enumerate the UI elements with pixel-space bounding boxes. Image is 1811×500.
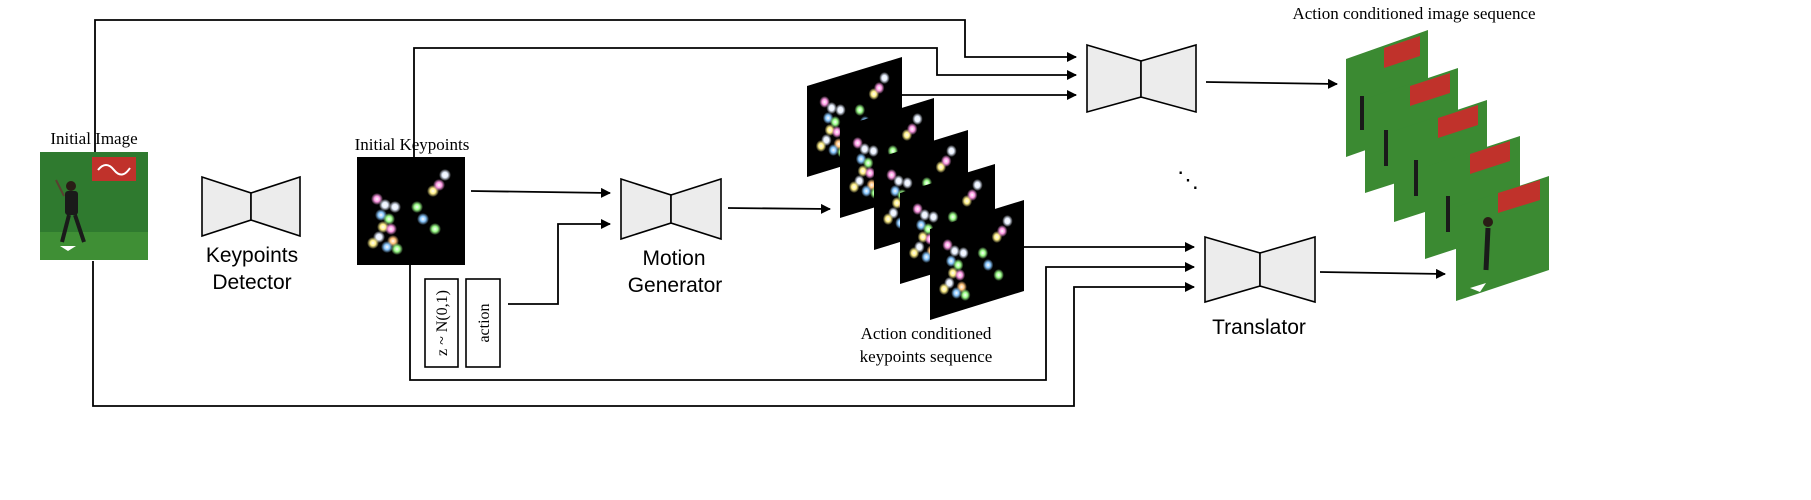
initial-keypoints-label: Initial Keypoints: [355, 135, 470, 154]
keypoints-detector-network: [201, 175, 301, 238]
image-decoder-network: [1086, 43, 1197, 114]
image-sequence-label: Action conditioned image sequence: [1292, 4, 1535, 23]
wire-generator-to-sequence: [727, 203, 831, 214]
wire-keypoints-to-translator: [409, 262, 1195, 381]
action-input-box: action: [465, 278, 501, 368]
motion-generator-network: [620, 177, 722, 241]
ellipsis-mark: ⋱: [1177, 167, 1199, 192]
motion-generator-label-line2: Generator: [628, 274, 723, 297]
initial-image: [40, 152, 148, 260]
noise-label: z ~ N(0,1): [434, 290, 451, 356]
wire-decoder-to-images: [1205, 78, 1338, 89]
translator-network: [1204, 235, 1316, 304]
keypoints-frame-5: [930, 200, 1024, 320]
noise-input-box: z ~ N(0,1): [424, 278, 459, 368]
keypoints-detector-label-line2: Detector: [212, 271, 291, 294]
keypoints-sequence-label-line2: keypoints sequence: [860, 347, 993, 366]
wire-keypoints-to-generator: [470, 187, 611, 198]
translator-label: Translator: [1212, 316, 1306, 339]
wire-image-to-translator: [92, 261, 1195, 407]
keypoints-sequence-stack: [807, 57, 1024, 320]
wire-action-to-generator: [508, 219, 611, 305]
initial-keypoints-map: [357, 157, 465, 265]
image-frame-5: [1456, 176, 1549, 301]
image-sequence-stack: [1346, 30, 1549, 301]
wire-keypoints-to-decoder: [413, 47, 1077, 157]
action-label: action: [476, 303, 493, 342]
wire-translator-to-image: [1319, 268, 1446, 279]
keypoints-sequence-label-line1: Action conditioned: [861, 324, 992, 343]
initial-image-label: Initial Image: [50, 129, 137, 148]
keypoints-detector-label-line1: Keypoints: [206, 244, 298, 267]
wire-image-to-decoder: [94, 19, 1077, 152]
motion-generator-label-line1: Motion: [642, 247, 705, 270]
